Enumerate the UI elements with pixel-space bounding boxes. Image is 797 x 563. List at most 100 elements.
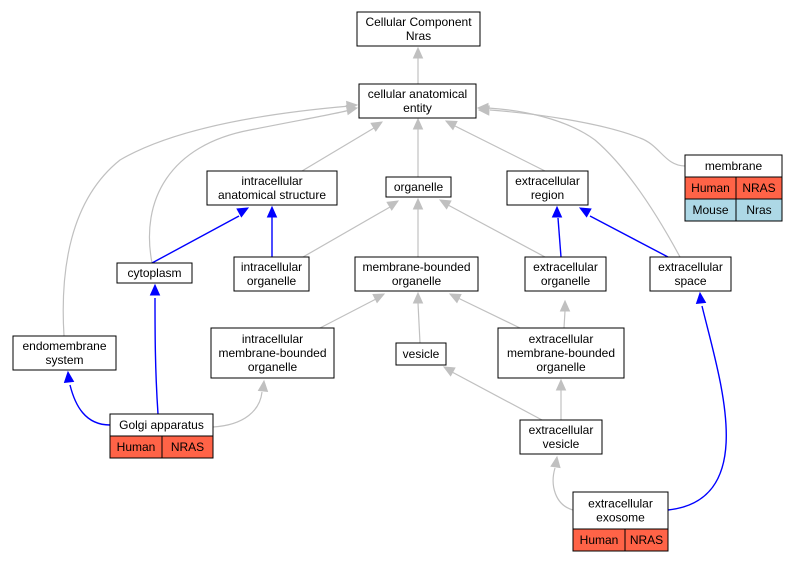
arrowhead-icon (266, 205, 278, 218)
arrowhead-icon (550, 455, 561, 469)
term-node-golgi[interactable]: Golgi apparatus (109, 413, 214, 437)
term-node-membrane[interactable]: membrane (684, 154, 783, 178)
term-label: membrane-bounded (362, 260, 470, 274)
term-label: Cellular Component (365, 15, 472, 29)
term-box (210, 327, 335, 379)
arrowhead-icon (412, 197, 424, 210)
is-a-edge (301, 121, 384, 172)
arrowhead-icon (555, 378, 567, 391)
arrowhead-icon (442, 366, 456, 377)
term-label: exosome (596, 511, 645, 525)
is-a-edge (412, 117, 424, 177)
term-box (395, 342, 447, 366)
arrowhead-icon (370, 121, 384, 132)
gene-cell (735, 198, 783, 222)
term-label: endomembrane (22, 339, 106, 353)
term-label: intracellular (241, 260, 302, 274)
arrowhead-icon (386, 200, 400, 211)
term-label: organelle (536, 360, 586, 374)
term-label: Golgi apparatus (119, 418, 204, 432)
is-a-edge (62, 100, 359, 337)
term-node-cytoplasm[interactable]: cytoplasm (116, 262, 193, 284)
gene-label: NRAS (171, 440, 204, 454)
is-a-edge (412, 46, 424, 84)
term-label: extracellular (588, 497, 653, 511)
term-box (519, 419, 603, 455)
arrowhead-icon (412, 46, 424, 59)
is-a-edge (319, 293, 386, 329)
term-box (354, 256, 479, 292)
term-node-organelle[interactable]: organelle (385, 176, 452, 198)
term-box (385, 176, 452, 198)
species-label: Human (580, 533, 619, 547)
term-label: membrane (705, 159, 763, 173)
is-a-edge (476, 102, 681, 258)
term-label: extracellular (533, 260, 598, 274)
term-label: space (674, 274, 706, 288)
term-box (506, 170, 589, 206)
term-box (233, 256, 310, 292)
term-label: cellular anatomical (368, 87, 467, 101)
arrowhead-icon (695, 291, 707, 304)
arrowhead-icon (63, 370, 75, 383)
term-label: anatomical structure (218, 188, 326, 202)
is-a-edge (444, 120, 546, 172)
arrowhead-icon (149, 283, 161, 296)
term-label: system (45, 353, 83, 367)
term-label: extracellular (515, 174, 580, 188)
term-box (649, 256, 732, 292)
graph-edges (62, 46, 727, 511)
term-label: entity (403, 101, 432, 115)
is-a-edge (550, 455, 574, 511)
gene-cell (161, 435, 214, 459)
term-label: organelle (247, 274, 297, 288)
is-a-edge (438, 199, 546, 258)
term-label: extracellular (658, 260, 723, 274)
part-of-edge (551, 205, 563, 258)
term-label: membrane-bounded (218, 346, 326, 360)
term-label: organelle (248, 360, 298, 374)
gene-label: Nras (746, 203, 771, 217)
arrowhead-icon (448, 293, 462, 304)
term-box (524, 256, 607, 292)
term-node-vesicle[interactable]: vesicle (395, 342, 447, 366)
term-box (12, 335, 117, 371)
term-label: intracellular (241, 174, 302, 188)
term-label: vesicle (543, 437, 580, 451)
term-label: extracellular (529, 423, 594, 437)
is-a-edge (448, 293, 521, 329)
arrowhead-icon (412, 117, 424, 130)
term-box (356, 11, 481, 47)
part-of-edge (151, 207, 250, 264)
term-label: organelle (392, 274, 442, 288)
is-a-edge (212, 379, 269, 428)
part-of-edge (149, 283, 161, 415)
species-label: Mouse (692, 203, 728, 217)
is-a-edge (412, 291, 424, 344)
arrowhead-icon (444, 120, 458, 131)
is-a-edge (559, 299, 571, 329)
arrowhead-icon (346, 100, 359, 112)
is-a-edge (302, 200, 400, 258)
part-of-edge (667, 291, 727, 511)
arrowhead-icon (412, 291, 424, 304)
arrowhead-icon (438, 199, 452, 210)
is-a-edge (477, 105, 686, 167)
